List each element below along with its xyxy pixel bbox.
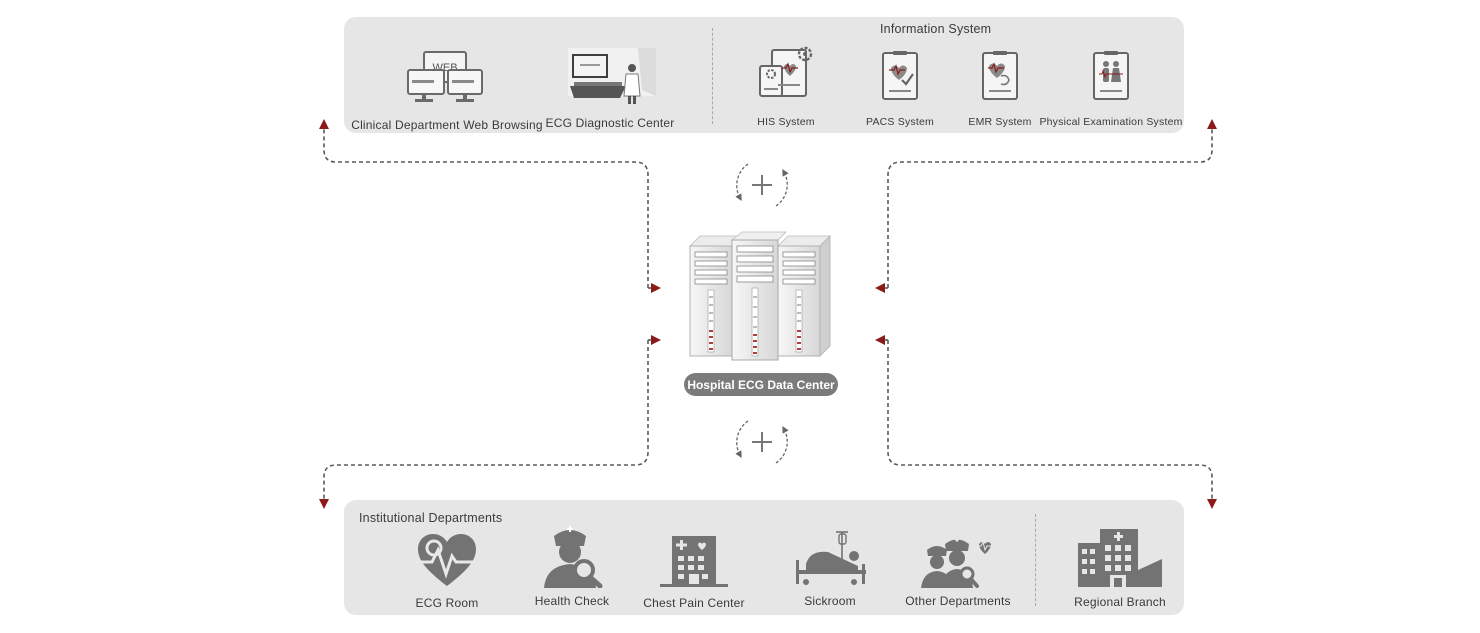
institutional-departments-panel [344, 500, 1184, 615]
chest-pain-center-item: Chest Pain Center [636, 532, 752, 610]
information-system-title: Information System [880, 22, 992, 36]
exam-system-label: Physical Examination System [1039, 116, 1183, 128]
connector-top-left [319, 119, 649, 288]
server-cluster-icon [689, 231, 831, 361]
his-clipboard-icon [759, 46, 813, 97]
emr-system-label: EMR System [968, 116, 1032, 128]
his-system-label: HIS System [757, 116, 815, 128]
sickroom-item: Sickroom [780, 530, 880, 608]
bottom-panel-divider [1035, 514, 1036, 606]
health-check-label: Health Check [534, 594, 610, 608]
emr-clipboard-icon [982, 51, 1018, 100]
sickroom-label: Sickroom [804, 594, 856, 608]
hospital-building-icon [660, 536, 728, 587]
regional-branch-item: Regional Branch [1062, 527, 1178, 609]
diagnostic-center-label: ECG Diagnostic Center [545, 116, 675, 130]
heart-pulse-icon [416, 534, 478, 586]
top-panel-divider [712, 28, 713, 124]
other-departments-label: Other Departments [905, 594, 1011, 608]
staff-group-icon [921, 537, 993, 588]
web-monitors-icon: WEB [407, 51, 483, 102]
connector-top-right [887, 119, 1217, 288]
exam-system-item: Physical Examination System [1036, 50, 1186, 128]
sync-plus-icon-upper [735, 163, 789, 207]
web-browsing-item: WEB Clinical Department Web Browsing [347, 48, 547, 132]
regional-branch-label: Regional Branch [1074, 595, 1166, 609]
other-departments-item: Other Departments [898, 536, 1018, 608]
pacs-system-label: PACS System [866, 116, 934, 128]
data-center-label: Hospital ECG Data Center [684, 373, 838, 396]
diagnostic-room-icon [568, 48, 656, 104]
nurse-search-icon [544, 526, 603, 588]
emr-system-item: EMR System [958, 50, 1042, 128]
institutional-departments-title: Institutional Departments [359, 511, 503, 525]
web-browsing-label: Clinical Department Web Browsing [351, 118, 543, 132]
chest-pain-center-label: Chest Pain Center [643, 596, 745, 610]
connector-bottom-right [887, 340, 1217, 509]
hospital-bed-icon [796, 531, 866, 585]
branch-building-icon [1078, 529, 1162, 587]
ecg-room-label: ECG Room [415, 596, 479, 610]
connector-bottom-left [319, 340, 649, 509]
health-check-item: Health Check [522, 524, 622, 608]
pacs-system-item: PACS System [854, 50, 946, 128]
pacs-clipboard-icon [882, 51, 918, 100]
diagnostic-center-item: ECG Diagnostic Center [540, 46, 680, 130]
sync-plus-icon-lower [735, 420, 789, 464]
his-system-item: HIS System [741, 44, 831, 128]
ecg-room-item: ECG Room [397, 532, 497, 610]
exam-clipboard-icon [1093, 51, 1129, 100]
